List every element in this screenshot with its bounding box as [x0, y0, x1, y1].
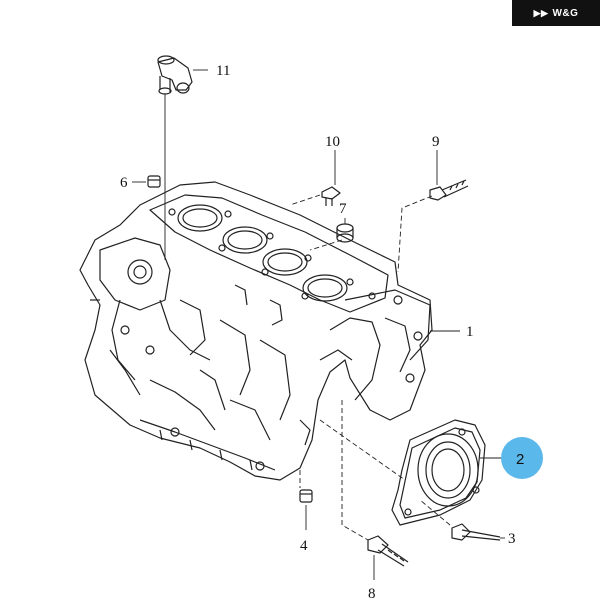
callout-2: 2: [516, 451, 524, 468]
callout-9: 9: [432, 134, 440, 150]
callout-8: 8: [368, 586, 376, 600]
brand-logo-text: W&G: [552, 7, 579, 19]
short-bolt: [321, 186, 341, 206]
coolant-elbow: [157, 55, 193, 95]
leader-lines: [132, 69, 505, 580]
callout-7: 7: [339, 201, 347, 217]
engine-block: [79, 181, 433, 481]
dowel-pin-top: [147, 175, 161, 188]
callout-1: 1: [466, 324, 474, 340]
wheel-mark-icon: ▶▶: [533, 7, 549, 18]
brand-badge: ▶▶ W&G: [512, 0, 600, 26]
sealing-plug: [336, 223, 354, 243]
callout-3: 3: [508, 531, 516, 547]
callout-4: 4: [300, 538, 308, 554]
threaded-stud: [429, 179, 469, 201]
callout-6: 6: [120, 175, 128, 191]
dowel-pin: [299, 489, 313, 503]
callout-10: 10: [325, 134, 340, 150]
flange-bolt: [451, 523, 501, 541]
rear-seal-flange: [391, 419, 486, 526]
callout-11: 11: [216, 63, 230, 79]
stud-bolt: [367, 535, 409, 567]
callout-2-highlight: [501, 437, 543, 479]
